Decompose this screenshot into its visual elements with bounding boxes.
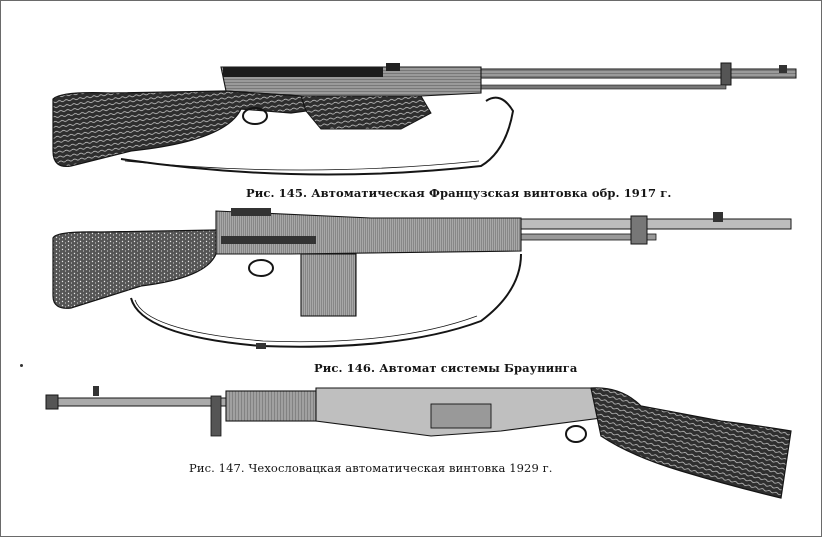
- rifle-147-receiver: [225, 387, 602, 443]
- caption-text-145: Автоматическая Французская винтовка обр.…: [311, 186, 672, 200]
- rifle-145-sling: [120, 96, 515, 176]
- caption-text-146: Автомат системы Браунинга: [379, 361, 578, 375]
- rifle-146-receiver: [215, 208, 522, 255]
- rifle-145-stock: [52, 90, 307, 168]
- figure-number-147: Рис. 147.: [189, 461, 245, 475]
- rifle-146-stock: [52, 229, 217, 309]
- caption-145: Рис. 145. Автоматическая Французская вин…: [246, 186, 671, 200]
- figure-147: Рис. 147. Чехословацкая автоматическая в…: [1, 376, 822, 516]
- figure-147-illustration: [45, 386, 792, 499]
- figure-145: Рис. 145. Автоматическая Французская вин…: [1, 1, 822, 201]
- rifle-146-sling: [130, 253, 522, 349]
- rifle-145-barrel: [470, 62, 797, 90]
- rifle-145-receiver: [220, 63, 482, 130]
- rifle-146-magazine: [248, 253, 357, 317]
- figure-number-145: Рис. 145.: [246, 186, 308, 200]
- caption-147: Рис. 147. Чехословацкая автоматическая в…: [189, 461, 553, 475]
- figure-146-illustration: [52, 208, 792, 349]
- caption-text-147: Чехословацкая автоматическая винтовка 19…: [248, 461, 553, 475]
- figure-146: Рис. 146. Автомат системы Браунинга: [1, 196, 822, 376]
- rifle-146-barrel: [520, 212, 792, 245]
- rifle-147-stock: [590, 387, 792, 499]
- print-speck: [20, 364, 23, 367]
- figure-number-146: Рис. 146.: [314, 361, 376, 375]
- caption-146: Рис. 146. Автомат системы Браунинга: [314, 361, 577, 375]
- rifle-147-barrel: [45, 386, 237, 437]
- figure-145-illustration: [52, 62, 797, 176]
